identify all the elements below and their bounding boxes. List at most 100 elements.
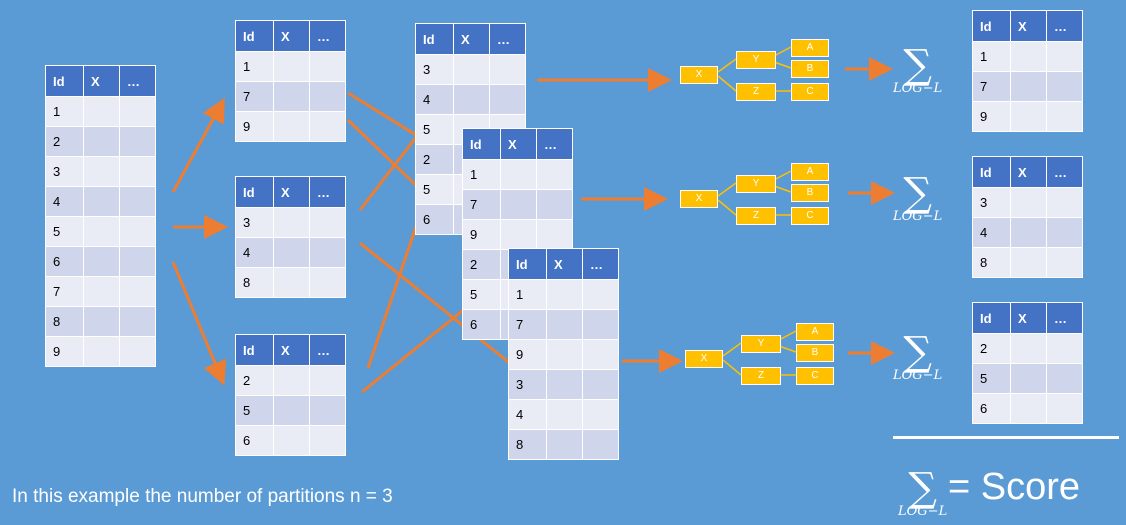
id-cell: 5: [972, 363, 1011, 394]
tree-node-root: X: [680, 190, 718, 208]
header-more: …: [1046, 302, 1083, 334]
id-cell: 3: [415, 54, 454, 85]
header-id: Id: [462, 128, 501, 160]
table-row: 6: [235, 425, 346, 456]
id-cell: 8: [45, 306, 84, 337]
id-cell: 6: [235, 425, 274, 456]
arrow-full-to-p1: [171, 97, 225, 193]
table-row: 2: [972, 333, 1083, 364]
header-x: X: [83, 65, 120, 97]
header-id: Id: [972, 302, 1011, 334]
table-row: 7: [462, 189, 573, 220]
tree-node-root: X: [685, 350, 723, 368]
table-row: 4: [235, 237, 346, 268]
result-3-table: Id X … 2 5 6: [972, 302, 1083, 424]
tree-node-z: Z: [741, 367, 781, 385]
partition-3-table: Id X … 2 5 6: [235, 334, 346, 456]
header-id: Id: [235, 176, 274, 208]
table-row: 8: [45, 306, 156, 337]
score-divider: [893, 436, 1119, 439]
id-cell: 8: [972, 247, 1011, 278]
header-more: …: [582, 248, 619, 280]
tree-node-y: Y: [741, 335, 781, 353]
header-x: X: [1010, 10, 1047, 42]
header-id: Id: [235, 20, 274, 52]
table-row: 3: [235, 207, 346, 238]
table-row: 6: [972, 393, 1083, 424]
tree-branches: [717, 170, 792, 216]
training-set-3-table: Id X … 1 7 9 3 4 8: [508, 248, 619, 460]
tree-leaf-c: C: [791, 83, 829, 101]
table-row: 4: [972, 217, 1083, 248]
id-cell: 3: [45, 156, 84, 187]
score-label: = Score: [948, 466, 1081, 508]
id-cell: 7: [235, 81, 274, 112]
table-row: 9: [235, 111, 346, 142]
tree-leaf-a: A: [791, 39, 829, 57]
header-more: …: [119, 65, 156, 97]
table-row: 3: [508, 369, 619, 400]
table-row: 3: [45, 156, 156, 187]
sigma-icon: ∑: [908, 465, 937, 511]
sum-subscript: LOG−L: [893, 368, 943, 383]
decision-tree-2: X Y Z A B C: [680, 162, 830, 225]
id-cell: 1: [235, 51, 274, 82]
id-cell: 4: [415, 84, 454, 115]
id-cell: 2: [235, 365, 274, 396]
id-cell: 7: [508, 309, 547, 340]
id-cell: 5: [415, 114, 454, 145]
header-x: X: [546, 248, 583, 280]
sum-log-l-2: ∑ LOG−L: [893, 173, 942, 224]
id-cell: 3: [508, 369, 547, 400]
tree-leaf-b: B: [791, 184, 829, 202]
table-row: 9: [462, 219, 573, 250]
header-more: …: [309, 20, 346, 52]
id-cell: 9: [508, 339, 547, 370]
sum-subscript: LOG−L: [893, 209, 943, 224]
id-cell: 2: [462, 249, 501, 280]
partition-1-table: Id X … 1 7 9: [235, 20, 346, 142]
id-cell: 1: [45, 96, 84, 127]
table-row: 1: [972, 41, 1083, 72]
id-cell: 5: [415, 174, 454, 205]
table-row: 1: [235, 51, 346, 82]
id-cell: 7: [972, 71, 1011, 102]
table-row: 1: [45, 96, 156, 127]
tree-leaf-c: C: [796, 367, 834, 385]
id-cell: 6: [972, 393, 1011, 424]
tree-node-z: Z: [736, 207, 776, 225]
header-id: Id: [415, 23, 454, 55]
id-cell: 1: [508, 279, 547, 310]
table-row: 2: [45, 126, 156, 157]
caption-text: In this example the number of partitions…: [12, 486, 393, 507]
id-cell: 5: [462, 279, 501, 310]
tree-node-y: Y: [736, 175, 776, 193]
table-row: 5: [235, 395, 346, 426]
id-cell: 9: [462, 219, 501, 250]
header-more: …: [1046, 156, 1083, 188]
decision-tree-3: X Y Z A B C: [685, 322, 835, 385]
id-cell: 6: [415, 204, 454, 235]
table-row: 7: [972, 71, 1083, 102]
sigma-icon: ∑: [903, 170, 932, 216]
tree-leaf-a: A: [791, 163, 829, 181]
table-row: 1: [462, 159, 573, 190]
tree-leaf-a: A: [796, 323, 834, 341]
partition-2-table: Id X … 3 4 8: [235, 176, 346, 298]
table-row: 9: [972, 101, 1083, 132]
arrow-full-to-p3: [171, 261, 227, 386]
tree-leaf-b: B: [791, 60, 829, 78]
id-cell: 9: [235, 111, 274, 142]
header-id: Id: [508, 248, 547, 280]
id-cell: 2: [45, 126, 84, 157]
tree-node-root: X: [680, 66, 718, 84]
header-x: X: [273, 20, 310, 52]
header-x: X: [1010, 156, 1047, 188]
sigma-icon: ∑: [903, 42, 932, 88]
header-id: Id: [972, 156, 1011, 188]
header-x: X: [1010, 302, 1047, 334]
table-row: 7: [508, 309, 619, 340]
sum-log-l-1: ∑ LOG−L: [893, 45, 942, 96]
table-row: 9: [45, 336, 156, 367]
id-cell: 2: [415, 144, 454, 175]
